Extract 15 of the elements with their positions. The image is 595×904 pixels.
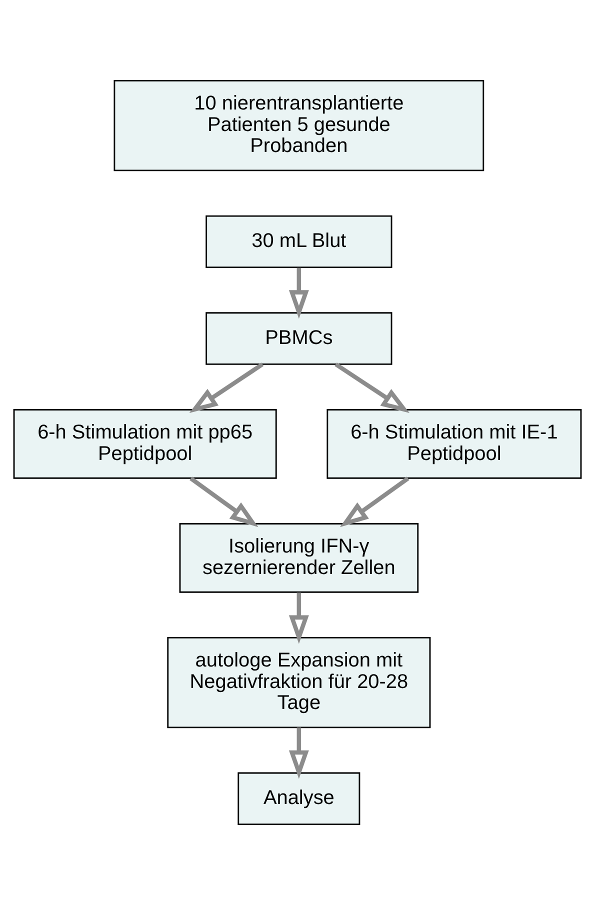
- arrow: [288, 267, 309, 318]
- arrow: [288, 726, 309, 778]
- node-box: autologe Expansion mit Negativfraktion für 20-28 Tage: [167, 636, 431, 728]
- node-box: PBMCs: [206, 312, 392, 364]
- arrow: [190, 476, 258, 527]
- node-box: 6-h Stimulation mit pp65 Peptidpool: [13, 408, 277, 478]
- node-box: Isolierung IFN-γ sezernierender Zellen: [179, 522, 419, 592]
- arrow: [334, 362, 410, 413]
- node-box: 10 nierentransplantierte Patienten 5 gesunde Probanden: [114, 79, 484, 171]
- node-box: 6-h Stimulation mit IE-1 Peptidpool: [326, 408, 582, 478]
- arrow: [340, 476, 410, 527]
- node-box: 30 mL Blut: [206, 214, 392, 268]
- arrow: [189, 362, 264, 413]
- arrow: [288, 592, 309, 644]
- node-box: Analyse: [238, 772, 360, 825]
